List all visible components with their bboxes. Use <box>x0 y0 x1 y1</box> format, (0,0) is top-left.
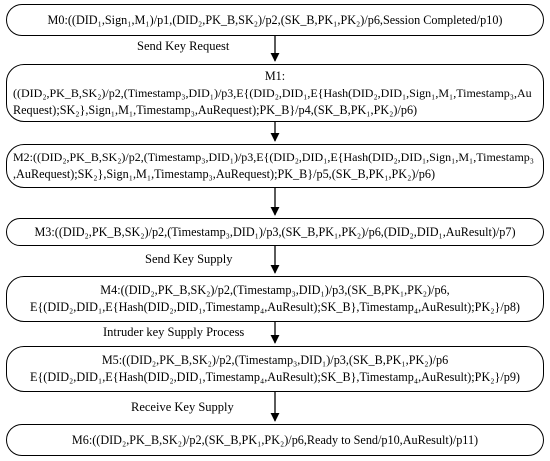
step-m6-line-1: M6:((DID₂,PK_B,SK₂)/p2,(SK_B,PK₁,PK₂)/p6… <box>71 432 479 447</box>
step-m3: M3:((DID₂,PK_B,SK₂)/p2,(Timestamp₃,DID₁)… <box>6 218 544 246</box>
step-m1-line-2: ((DID₂,PK_B,SK₂)/p2,(Timestamp₃,DID₁)/p3… <box>13 85 532 100</box>
step-m5-line-2: E{(DID₂,DID₁,E{Hash(DID₂,DID₁,Timestamp₄… <box>30 370 520 384</box>
transition-label-send-key-request: Send Key Request <box>137 39 230 53</box>
step-m4-line-1: M4:((DID₂,PK_B,SK₂)/p2,(Timestamp₃,DID₁)… <box>100 283 450 297</box>
step-m1-line-3: Request);SK₂},Sign₁,M₁,Timestamp₃,AuRequ… <box>13 102 418 117</box>
transition-label-send-key-supply: Send Key Supply <box>145 252 233 266</box>
step-m2-line-2: ,AuRequest);SK₂},Sign₁,M₁,Timestamp₃,AuR… <box>13 167 436 181</box>
step-m3-line-1: M3:((DID₂,PK_B,SK₂)/p2,(Timestamp₃,DID₁)… <box>34 224 516 239</box>
step-m2-line-1: M2:((DID₂,PK_B,SK₂)/p2,(Timestamp₃,DID₁)… <box>13 150 534 164</box>
step-m0-line-1: M0:((DID₁,Sign₁,M₁)/p1,(DID₂,PK_B,SK₂)/p… <box>47 12 503 27</box>
step-m4-line-2: E{(DID₂,DID₁,E{Hash(DID₂,DID₁,Timestamp₄… <box>30 300 520 314</box>
step-m2: M2:((DID₂,PK_B,SK₂)/p2,(Timestamp₃,DID₁)… <box>6 144 544 188</box>
step-m1-line-1: M1: <box>264 68 286 83</box>
transition-label-intruder-key-supply: Intruder key Supply Process <box>103 325 245 339</box>
step-m5: M5:((DID₂,PK_B,SK₂)/p2,(Timestamp₃,DID₁)… <box>6 346 544 392</box>
step-m1: M1: ((DID₂,PK_B,SK₂)/p2,(Timestamp₃,DID₁… <box>6 64 544 122</box>
step-m5-line-1: M5:((DID₂,PK_B,SK₂)/p2,(Timestamp₃,DID₁)… <box>101 353 449 367</box>
step-m4: M4:((DID₂,PK_B,SK₂)/p2,(Timestamp₃,DID₁)… <box>6 276 544 322</box>
step-m6: M6:((DID₂,PK_B,SK₂)/p2,(SK_B,PK₁,PK₂)/p6… <box>6 424 544 456</box>
transition-label-receive-key-supply: Receive Key Supply <box>131 400 234 414</box>
step-m0: M0:((DID₁,Sign₁,M₁)/p1,(DID₂,PK_B,SK₂)/p… <box>6 4 544 36</box>
